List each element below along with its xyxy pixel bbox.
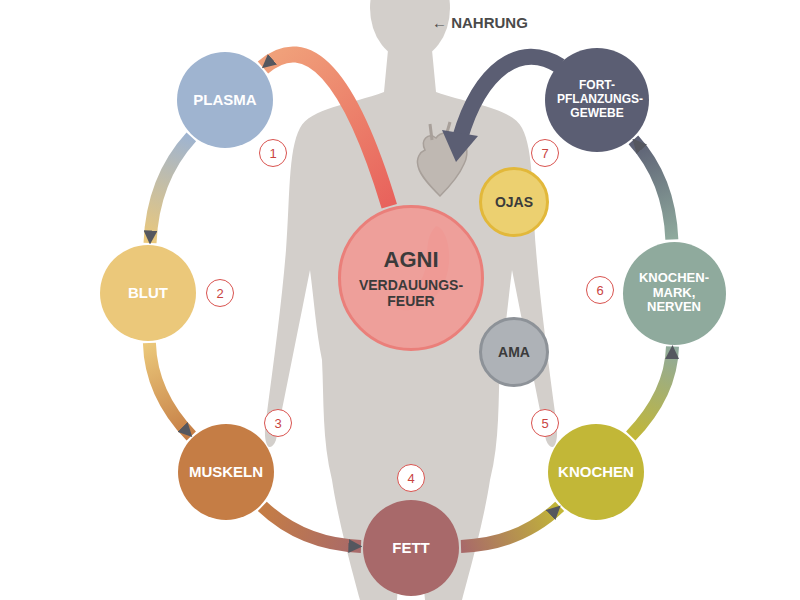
tissue-circle: KNOCHEN: [548, 424, 644, 520]
input-label: ← NAHRUNG: [432, 14, 528, 31]
flow-arrow: [150, 137, 191, 243]
flow-band: [633, 140, 671, 240]
ama-circle: AMA: [479, 317, 549, 387]
callout-number: 1: [259, 139, 287, 167]
node-title: KNOCHEN: [558, 463, 634, 480]
flow-band: [149, 343, 191, 436]
tissue-circle: MUSKELN: [178, 424, 274, 520]
node-title: AGNI: [384, 247, 439, 272]
tissue-circle: FETT: [363, 500, 459, 596]
flow-arrow: [262, 506, 361, 546]
node-title: MUSKELN: [189, 463, 263, 480]
flow-band: [150, 137, 191, 243]
flow-arrow: [461, 506, 560, 546]
callout-number: 2: [206, 279, 234, 307]
callout-number: 6: [586, 276, 614, 304]
tissue-circle: BLUT: [100, 245, 196, 341]
agni-circle: AGNI VERDAUUNGS- FEUER: [338, 205, 484, 351]
flow-arrow: [631, 346, 673, 436]
tissue-circle: KNOCHEN- MARK, NERVEN: [623, 242, 726, 345]
node-title: KNOCHEN- MARK, NERVEN: [636, 271, 713, 316]
flow-arrow: [633, 140, 671, 240]
flow-band: [262, 506, 361, 546]
flow-band: [631, 346, 673, 436]
body-silhouette: [265, 0, 557, 600]
flow-band: [263, 54, 389, 206]
flow-arrow: [263, 54, 389, 206]
callout-number: 4: [397, 464, 425, 492]
tissue-circle: PLASMA: [177, 52, 273, 148]
node-title: FORT- PFLANZUNGS- GEWEBE: [557, 79, 637, 120]
flow-arrow: [149, 343, 191, 436]
node-title: PLASMA: [193, 91, 256, 108]
node-title: OJAS: [495, 194, 533, 210]
node-title: FETT: [392, 539, 430, 556]
flow-band: [461, 506, 560, 546]
node-subtitle: VERDAUUNGS- FEUER: [353, 277, 470, 309]
node-title: BLUT: [128, 284, 168, 301]
callout-number: 3: [264, 409, 292, 437]
tissue-circle: FORT- PFLANZUNGS- GEWEBE: [545, 48, 649, 152]
callout-number: 7: [531, 139, 559, 167]
callout-number: 5: [531, 409, 559, 437]
ojas-circle: OJAS: [479, 167, 549, 237]
node-title: AMA: [498, 344, 530, 360]
return-arrowhead: [442, 130, 478, 162]
